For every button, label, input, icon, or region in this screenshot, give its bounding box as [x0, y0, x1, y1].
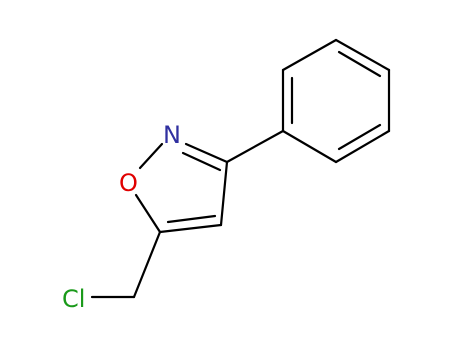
- bond-c5-ch2: [132, 230, 162, 299]
- bond-n-o: [138, 142, 164, 170]
- bond-benzene-inner-2: [337, 123, 382, 151]
- bond-c4-c3: [219, 160, 229, 227]
- bond-benzene-1: [281, 38, 338, 72]
- atom-label-nitrogen: N: [163, 121, 181, 149]
- bond-benzene-inner-1: [337, 50, 382, 78]
- bond-c3-n: [184, 142, 229, 164]
- bond-c5-c4: [158, 223, 223, 234]
- bond-phenyl-c3: [225, 129, 285, 164]
- bond-benzene-2: [334, 38, 391, 72]
- bond-c3-n-inner: [181, 151, 222, 172]
- bond-benzene-4: [334, 129, 391, 164]
- atom-label-oxygen: O: [119, 169, 138, 197]
- bond-o-c5: [134, 193, 162, 234]
- atom-label-chlorine: Cl: [62, 285, 85, 313]
- bond-c5-c4-inner: [166, 214, 217, 224]
- bond-benzene-5: [281, 129, 338, 164]
